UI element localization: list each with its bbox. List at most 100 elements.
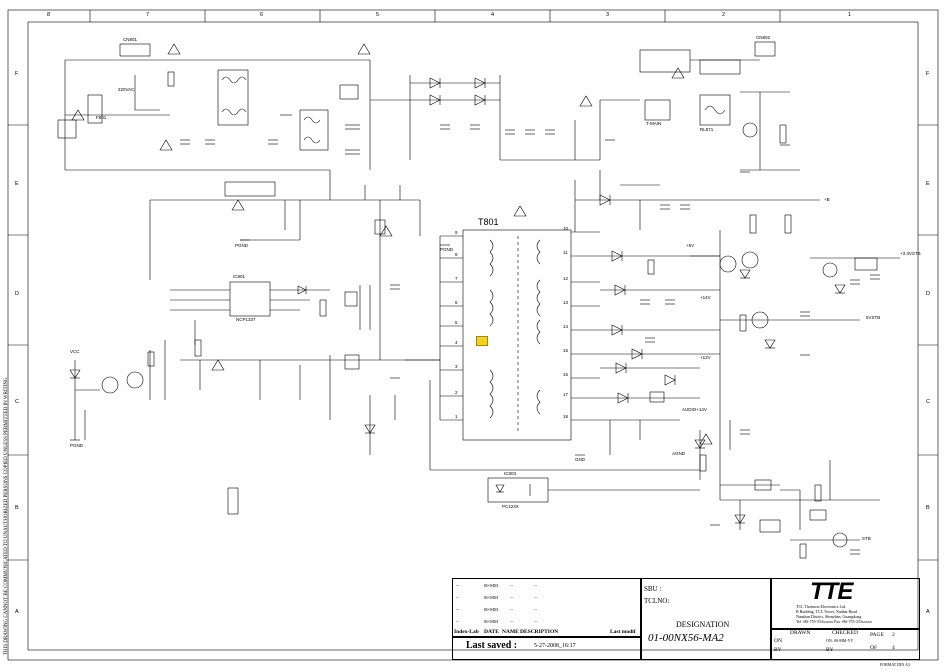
pin-number: 12 xyxy=(563,276,569,281)
column-label: 1 xyxy=(848,12,852,18)
transistor-q805 xyxy=(832,532,848,548)
ic-label: IC801 xyxy=(233,274,246,279)
rev-index: -- xyxy=(456,607,459,612)
pin-number: 15 xyxy=(563,348,569,353)
transistor-q802 xyxy=(126,371,144,389)
row-label: E xyxy=(926,181,930,187)
company-box xyxy=(770,578,920,630)
rev-date: 00-MM xyxy=(484,619,499,624)
pin-number: 2 xyxy=(455,390,458,395)
net-label: AGND xyxy=(672,451,686,456)
row-label: A xyxy=(15,609,19,615)
net-label: STB xyxy=(862,536,871,541)
company-line: B Building, TCL Tower, Nanhai Road xyxy=(796,609,857,614)
company-line: TCL Thomson Electronics Ltd. xyxy=(796,604,846,609)
column-label: 5 xyxy=(376,12,380,18)
rev-date: 00-MM xyxy=(484,595,499,600)
net-label: 5VSTB xyxy=(866,315,881,320)
header-name: NAME xyxy=(502,629,519,635)
rev-desc: -- xyxy=(534,595,537,600)
by-label: BY xyxy=(826,647,834,653)
rev-index: -- xyxy=(456,595,459,600)
pin-number: 8 xyxy=(455,252,458,257)
drawn-label: DRAWN xyxy=(790,630,811,636)
row-label: B xyxy=(15,505,19,511)
pin-number: 4 xyxy=(455,340,458,345)
header-index: Index-Lab xyxy=(454,629,479,635)
regulator-3v3 xyxy=(854,257,878,271)
tl431 xyxy=(759,519,781,533)
revision-table xyxy=(452,578,642,638)
row-label: A xyxy=(926,609,930,615)
rev-name: -- xyxy=(510,619,513,624)
bridge-small xyxy=(57,119,77,139)
transistor-q822 xyxy=(719,255,737,273)
column-label: 8 xyxy=(47,12,51,18)
sbu-label: SBU : xyxy=(644,585,662,593)
rev-date: 00-MM xyxy=(484,583,499,588)
designation-box xyxy=(640,578,772,660)
outer-frame xyxy=(7,9,939,661)
checked-label: CHECKED xyxy=(832,630,858,636)
net-label: GND xyxy=(575,457,585,462)
header-j801 xyxy=(227,487,239,515)
confidentiality-note: THIS DRAWING CANNOT BE COMMUNICATED TO U… xyxy=(4,377,9,655)
pin-number: 3 xyxy=(455,364,458,369)
relay-transistor xyxy=(742,122,758,138)
common-mode-choke xyxy=(217,69,249,126)
row-label: F xyxy=(15,71,19,77)
rev-date: 00-MM xyxy=(484,607,499,612)
net-label: +3.3VSTB xyxy=(900,251,921,256)
rev-desc: -- xyxy=(534,583,537,588)
net-label: PGND xyxy=(235,243,249,248)
tclno-label: TCLNO: xyxy=(644,597,670,605)
pin-number: 1 xyxy=(455,414,458,419)
net-label: PGND xyxy=(440,247,454,252)
pin-number: 9 xyxy=(455,230,458,235)
company-line: Nanshan District, Shenzhen, Guangdong xyxy=(796,614,862,619)
header-last-modif: Last modif xyxy=(610,629,636,635)
ic-part-label: NCP1337 xyxy=(236,317,256,322)
transformer-t801 xyxy=(462,229,572,441)
rev-index: -- xyxy=(456,619,459,624)
t-main xyxy=(644,99,671,121)
net-label: PGND xyxy=(70,443,84,448)
row-label: D xyxy=(15,291,19,297)
of-label: OF xyxy=(870,645,878,651)
rev-desc: -- xyxy=(534,619,537,624)
sticky-note-icon[interactable] xyxy=(476,336,488,346)
rev-name: -- xyxy=(510,595,513,600)
page-value: 2 xyxy=(892,632,895,638)
on-label: ON xyxy=(774,638,782,644)
transistor-q804 xyxy=(822,262,838,278)
last-saved-box xyxy=(452,636,642,660)
row-label: C xyxy=(926,399,930,405)
designation-value: 01-00NX56-MA2 xyxy=(648,632,724,644)
ac-label: 220VAC xyxy=(118,87,135,92)
relay-label: RL871 xyxy=(700,127,714,132)
pin-number: 14 xyxy=(563,324,569,329)
rev-name: -- xyxy=(510,583,513,588)
column-label: 3 xyxy=(606,12,610,18)
rev-desc: -- xyxy=(534,607,537,612)
approval-box xyxy=(770,628,920,660)
checked-value: ON: 00-MM-YY xyxy=(826,638,854,643)
tte-logo: TTE xyxy=(810,578,853,605)
row-label: E xyxy=(15,181,19,187)
pin-number: 10 xyxy=(563,226,569,231)
connector-label: CN801 xyxy=(123,37,138,42)
pin-number: 5 xyxy=(455,320,458,325)
rev-index: -- xyxy=(456,583,459,588)
pin-number: 11 xyxy=(563,250,568,255)
designation-label: DESIGNATION xyxy=(676,620,730,629)
optocoupler-label: PC123X xyxy=(502,504,519,509)
net-label: +14V xyxy=(700,295,711,300)
format-label: FORMAT DIN A3 xyxy=(880,662,910,667)
column-label: 4 xyxy=(491,12,495,18)
by-label: BY xyxy=(774,647,782,653)
fuse-label: F801 xyxy=(96,115,107,120)
pin-number: 16 xyxy=(563,372,569,377)
page-label: PAGE xyxy=(870,632,884,638)
relay-contact xyxy=(339,84,359,100)
transformer-label: T801 xyxy=(478,217,499,227)
